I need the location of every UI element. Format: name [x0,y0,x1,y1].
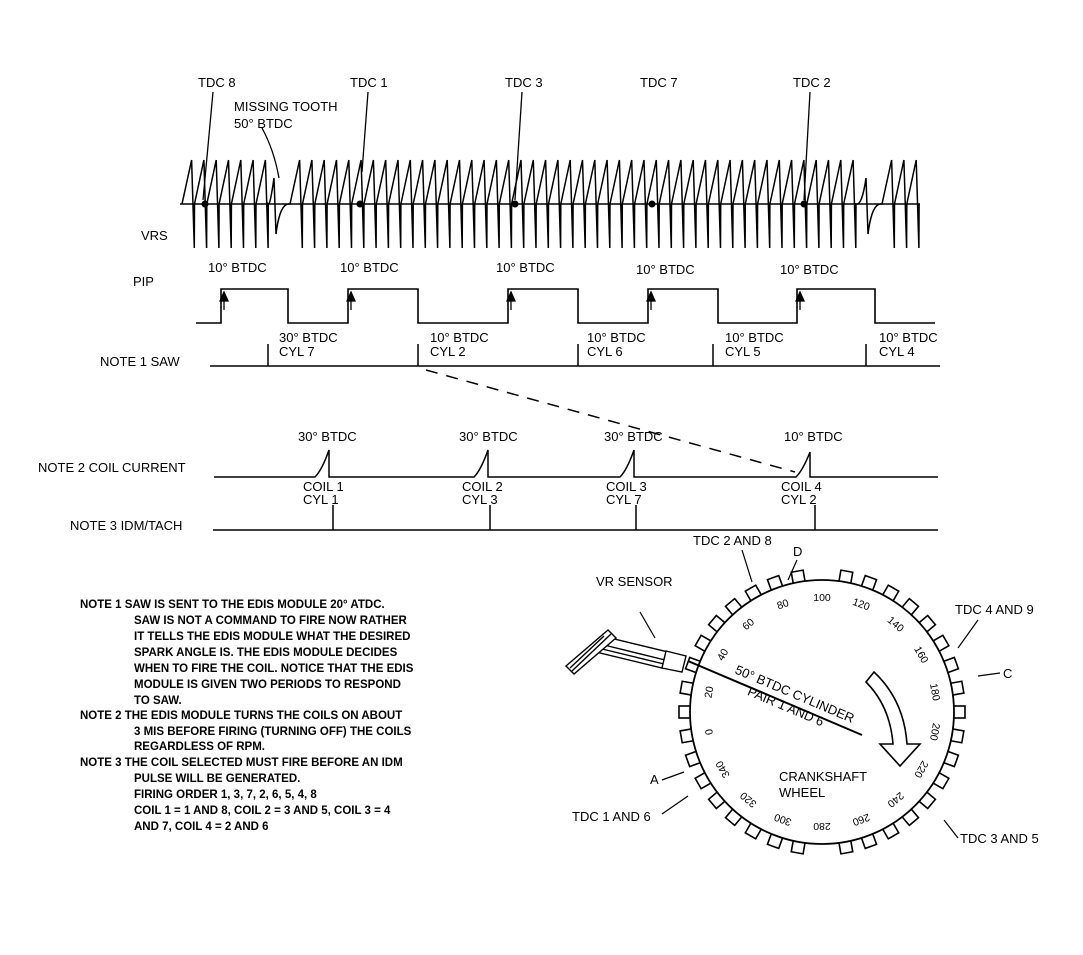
letter-d-label: D [793,544,802,559]
letter-a-pointer [661,771,685,781]
wheel-degree-label: 200 [927,722,942,741]
note-line: WHEN TO FIRE THE COIL. NOTICE THAT THE E… [134,663,414,675]
tdc-3-5-pointer [943,819,959,839]
notes-block: NOTE 1 SAW IS SENT TO THE EDIS MODULE 20… [80,599,414,833]
tdc-1-6-label: TDC 1 AND 6 [572,809,651,824]
vr-sensor-pointer [639,611,656,639]
wheel-degree-label: 260 [851,811,872,828]
tdc-2-8-label: TDC 2 AND 8 [693,533,772,548]
pip-label-5: 10° BTDC [780,262,839,277]
vr-sensor-icon [564,629,687,675]
letter-c-pointer [977,672,1001,677]
vrs-waveform [181,159,920,249]
wheel-degree-label: 20 [703,685,717,699]
tdc-7-label: TDC 7 [640,75,678,90]
wheel-degree-label: 300 [772,811,793,828]
note-line: NOTE 3 THE COIL SELECTED MUST FIRE BEFOR… [80,757,403,769]
coil-name-2: COIL 2 [462,479,503,494]
note-line: REGARDLESS OF RPM. [134,741,265,753]
coil-cyl-4: CYL 2 [781,492,817,507]
pip-label-2: 10° BTDC [340,260,399,275]
note-line: COIL 1 = 1 AND 8, COIL 2 = 3 AND 5, COIL… [134,805,391,817]
saw-angle-3: 10° BTDC [587,330,646,345]
note-line: FIRING ORDER 1, 3, 7, 2, 6, 5, 4, 8 [134,789,317,801]
pip-label: PIP [133,274,154,289]
note-line: NOTE 2 THE EDIS MODULE TURNS THE COILS O… [80,710,402,722]
btdc-reference-line [687,660,863,736]
saw-angle-1: 30° BTDC [279,330,338,345]
coil-current-waveform [214,449,938,478]
pip-label-4: 10° BTDC [636,262,695,277]
vrs-tdc-dots [201,200,808,208]
note-line: SAW IS NOT A COMMAND TO FIRE NOW RATHER [134,615,407,627]
note-line: AND 7, COIL 4 = 2 AND 6 [134,821,269,833]
vrs-label: VRS [141,228,168,243]
pip-waveform [196,288,935,324]
tdc-3-label: TDC 3 [505,75,543,90]
coil-name-4: COIL 4 [781,479,822,494]
saw-angle-4: 10° BTDC [725,330,784,345]
note-line: IT TELLS THE EDIS MODULE WHAT THE DESIRE… [134,631,410,643]
wheel-degree-label: 40 [715,647,731,663]
coil-angle-1: 30° BTDC [298,429,357,444]
rotation-direction-arrow-icon [864,670,922,768]
note-line: TO SAW. [134,695,182,707]
tdc-4-9-pointer [957,619,979,649]
pip-label-3: 10° BTDC [496,260,555,275]
wheel-degree-label: 280 [813,820,831,832]
coil-current-label: NOTE 2 COIL CURRENT [38,460,186,475]
wheel-degree-label: 180 [927,682,942,701]
coil-angle-4: 10° BTDC [784,429,843,444]
note-line: 3 MIS BEFORE FIRING (TURNING OFF) THE CO… [134,726,412,738]
saw-angle-5: 10° BTDC [879,330,938,345]
tdc-3-5-label: TDC 3 AND 5 [960,831,1039,846]
missing-tooth-label: MISSING TOOTH [234,99,338,114]
wheel-name-line1: CRANKSHAFT [779,769,867,784]
tdc-4-9-label: TDC 4 AND 9 [955,602,1034,617]
missing-tooth-angle-label: 50° BTDC [234,116,293,131]
coil-cyl-1: CYL 1 [303,492,339,507]
tdc-2-8-pointer [741,549,753,583]
saw-cyl-1: CYL 7 [279,344,315,359]
saw-cyl-4: CYL 5 [725,344,761,359]
note-line: PULSE WILL BE GENERATED. [134,773,300,785]
note-line: SPARK ANGLE IS. THE EDIS MODULE DECIDES [134,647,398,659]
coil-cyl-2: CYL 3 [462,492,498,507]
tdc-1-label: TDC 1 [350,75,388,90]
saw-cyl-5: CYL 4 [879,344,915,359]
tdc-2-label: TDC 2 [793,75,831,90]
coil-name-3: COIL 3 [606,479,647,494]
wheel-name-line2: WHEEL [779,785,825,800]
wheel-degree-label: 0 [703,728,716,736]
vr-sensor-label: VR SENSOR [596,574,673,589]
pip-label-1: 10° BTDC [208,260,267,275]
note-line: NOTE 1 SAW IS SENT TO THE EDIS MODULE 20… [80,599,385,611]
saw-cyl-3: CYL 6 [587,344,623,359]
tdc-1-6-pointer [661,795,689,815]
letter-a-label: A [650,772,659,787]
idm-tach-pulses [332,505,816,530]
saw-label: NOTE 1 SAW [100,354,180,369]
saw-to-coil-dashed-line [425,369,796,473]
note-line: MODULE IS GIVEN TWO PERIODS TO RESPOND [134,679,401,691]
idm-tach-label: NOTE 3 IDM/TACH [70,518,182,533]
letter-d-pointer [787,559,798,581]
wheel-degree-label: 100 [813,592,831,604]
wheel-degree-label: 120 [851,596,872,613]
coil-cyl-3: CYL 7 [606,492,642,507]
pip-arrows [218,290,806,310]
coil-name-1: COIL 1 [303,479,344,494]
wheel-degree-label: 80 [775,597,790,612]
letter-c-label: C [1003,666,1012,681]
saw-cyl-2: CYL 2 [430,344,466,359]
saw-angle-2: 10° BTDC [430,330,489,345]
crankshaft-wheel-rim [689,579,955,845]
saw-pulses [267,344,867,366]
coil-angle-2: 30° BTDC [459,429,518,444]
tdc-8-label: TDC 8 [198,75,236,90]
coil-angle-3: 30° BTDC [604,429,663,444]
